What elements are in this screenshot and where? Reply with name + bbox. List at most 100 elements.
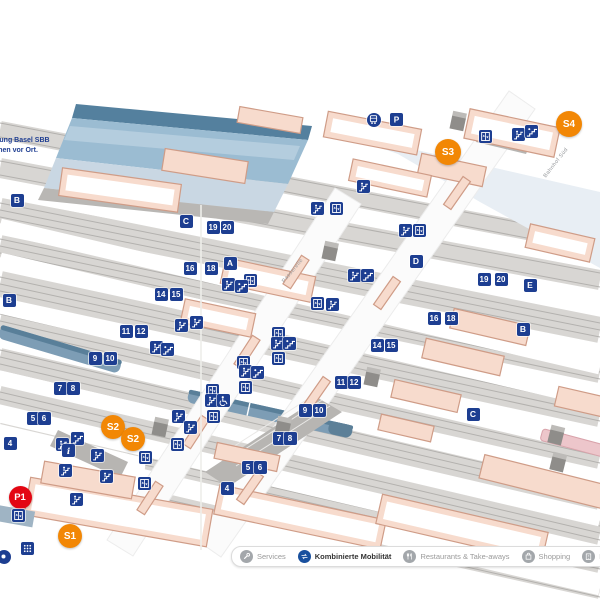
stairs-icon — [360, 268, 374, 282]
platform-badge-14: 14 — [370, 338, 384, 352]
mobility-icon — [297, 550, 311, 563]
elevator-icon — [238, 380, 252, 394]
platform-badge-7: 7 — [53, 381, 67, 395]
platform-badge-5: 5 — [26, 411, 40, 425]
platform-badge-19: 19 — [477, 272, 491, 286]
platform-badge-11: 11 — [334, 375, 348, 389]
escalator-icon — [270, 336, 284, 350]
sector-badge-B: B — [516, 322, 530, 336]
legend-item-label: Restaurants & Take-aways — [420, 552, 510, 561]
platform-badge-6: 6 — [37, 411, 51, 425]
legend-item-offices[interactable]: Büros & Praxen — [582, 550, 600, 563]
platform-badge-4: 4 — [220, 481, 234, 495]
elevator-icon — [11, 508, 25, 522]
stairs-icon — [282, 336, 296, 350]
legend-item-mobility[interactable]: Kombinierte Mobilität — [297, 550, 391, 563]
platform-badge-8: 8 — [283, 431, 297, 445]
elevator-icon — [271, 326, 285, 340]
stairs-icon — [234, 279, 248, 293]
services-icon — [240, 550, 253, 563]
escalator-icon — [149, 340, 163, 354]
platform-badge-7: 7 — [272, 431, 286, 445]
elevator-icon — [137, 476, 151, 490]
platform-badge-4: 4 — [3, 436, 17, 450]
transit-icon — [0, 549, 11, 564]
stairs-icon — [524, 124, 538, 138]
platform-badge-8: 8 — [66, 381, 80, 395]
sector-badge-C: C — [466, 407, 480, 421]
map-notice-line1: Gleisbelegung Basel SBB — [0, 137, 50, 144]
platform-badge-16: 16 — [183, 261, 197, 275]
elevator-icon — [329, 201, 343, 215]
legend-item-label: Services — [257, 552, 286, 561]
escalator-icon — [174, 318, 188, 332]
platform-badge-10: 10 — [103, 351, 117, 365]
elevator-icon — [170, 437, 184, 451]
escalator-icon — [398, 223, 412, 237]
entrance-badge-S4: S4 — [556, 111, 582, 137]
platform-badge-9: 9 — [298, 403, 312, 417]
legend-item-services[interactable]: Services — [240, 550, 286, 563]
sector-badge-B: B — [10, 193, 24, 207]
platform-badge-11: 11 — [119, 324, 133, 338]
sector-badge-C: C — [179, 214, 193, 228]
platform-badge-15: 15 — [169, 287, 183, 301]
entrance-badge-S1: S1 — [58, 524, 82, 548]
escalator-icon — [325, 297, 339, 311]
escalator-icon — [356, 179, 370, 193]
lockers-icon — [20, 541, 34, 555]
sector-badge-D: D — [409, 254, 423, 268]
elevator-icon — [412, 223, 426, 237]
sector-badge-B: B — [2, 293, 16, 307]
elevator-icon — [206, 409, 220, 423]
escalator-icon — [58, 463, 72, 477]
stairs-icon — [250, 365, 264, 379]
sector-badge-E: E — [523, 278, 537, 292]
escalator-icon — [310, 201, 324, 215]
map-notice: Gleisbelegung Basel SBB Informationen vo… — [0, 136, 50, 156]
sector-badge-A: A — [223, 256, 237, 270]
escalator-icon — [171, 409, 185, 423]
legend-item-shopping[interactable]: Shopping — [521, 550, 570, 563]
shopping-icon — [521, 550, 535, 563]
restaurants-icon — [403, 550, 417, 563]
platform-badge-10: 10 — [312, 403, 326, 417]
platform-badge-18: 18 — [204, 261, 218, 275]
platform-badge-19: 19 — [206, 220, 220, 234]
parking-badge-P1: P1 — [8, 485, 32, 509]
platform-badge-20: 20 — [494, 272, 508, 286]
escalator-icon — [511, 127, 525, 141]
elevator-icon — [310, 296, 324, 310]
platform-badge-9: 9 — [88, 351, 102, 365]
map-notice-line2: Informationen vor Ort. — [0, 147, 38, 155]
platform-badge-12: 12 — [134, 324, 148, 338]
entrance-badge-S2: S2 — [121, 427, 145, 451]
legend-item-restaurants[interactable]: Restaurants & Take-aways — [403, 550, 510, 563]
parking-icon: P — [389, 112, 403, 126]
accessibility-icon — [216, 393, 230, 407]
escalator-icon — [189, 315, 203, 329]
escalator-icon — [221, 277, 235, 291]
svg-text:i: i — [66, 446, 69, 455]
platform-badge-12: 12 — [347, 375, 361, 389]
platform-badge-18: 18 — [444, 311, 458, 325]
legend-bar: Services Kombinierte Mobilität Restaurants… — [231, 546, 600, 567]
entrance-badge-S3: S3 — [435, 139, 461, 165]
escalator-icon — [90, 448, 104, 462]
escalator-icon — [347, 268, 361, 282]
svg-text:P: P — [393, 115, 399, 124]
escalator-icon — [99, 469, 113, 483]
platform-badge-5: 5 — [241, 460, 255, 474]
escalator-icon — [69, 492, 83, 506]
elevator-icon — [478, 129, 492, 143]
escalator-icon — [183, 420, 197, 434]
platform-badge-6: 6 — [253, 460, 267, 474]
stairs-icon — [70, 431, 84, 445]
tram-stop-icon — [366, 112, 381, 127]
stairs-icon — [160, 342, 174, 356]
escalator-icon — [204, 393, 218, 407]
escalator-icon — [238, 364, 252, 378]
elevator-icon — [271, 351, 285, 365]
platform-badge-20: 20 — [220, 220, 234, 234]
